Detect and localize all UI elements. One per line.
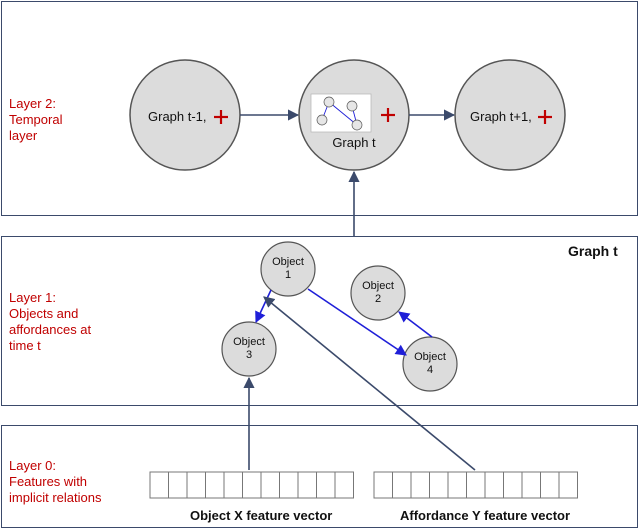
vector-cell <box>316 471 336 499</box>
vector-cell <box>447 471 467 499</box>
graph-curr-label: Graph t <box>332 135 376 150</box>
vector-cell <box>223 471 243 499</box>
object-x-feature-vector <box>149 471 354 499</box>
plus-icon <box>381 108 395 122</box>
vector-cell <box>373 471 393 499</box>
vector-cell <box>558 471 578 499</box>
arrow-vector-y-to-edge <box>263 296 476 471</box>
object4-label: Object 4 <box>414 351 446 376</box>
layer1-panel <box>1 236 638 406</box>
graph-next-label: Graph t+1, <box>470 109 532 124</box>
vector-cell <box>503 471 523 499</box>
vector-cell <box>334 471 354 499</box>
vector-cell <box>242 471 262 499</box>
layer0-label: Layer 0: Features with implicit relation… <box>9 458 102 505</box>
plus-icon <box>538 110 552 124</box>
vector-cell <box>484 471 504 499</box>
object2-node <box>350 265 406 321</box>
vector-cell <box>392 471 412 499</box>
vector-cell <box>410 471 430 499</box>
mini-graph-thumbnail <box>310 93 372 133</box>
vector-cell <box>186 471 206 499</box>
vector-cell <box>521 471 541 499</box>
vector-cell <box>168 471 188 499</box>
vector-cell <box>429 471 449 499</box>
object3-label: Object 3 <box>233 336 265 361</box>
graph-prev-label: Graph t-1, <box>148 109 207 124</box>
vector-cell <box>260 471 280 499</box>
layer2-label: Layer 2: Temporal layer <box>9 96 63 143</box>
object4-node <box>402 336 458 392</box>
object2-label: Object 2 <box>362 280 394 305</box>
object1-node <box>260 241 316 297</box>
vector-cell <box>540 471 560 499</box>
vector-cell <box>297 471 317 499</box>
vector-cell <box>149 471 169 499</box>
vector-x-label: Object X feature vector <box>190 508 333 523</box>
vector-y-label: Affordance Y feature vector <box>400 508 571 523</box>
plus-icon <box>214 110 228 124</box>
edge-object1-to-object3 <box>255 289 272 324</box>
edge-object4-to-object2 <box>398 311 433 338</box>
layer1-title: Graph t <box>568 243 618 259</box>
object1-label: Object 1 <box>272 256 304 281</box>
vector-cell <box>466 471 486 499</box>
edge-object1-to-object4 <box>307 288 407 356</box>
affordance-y-feature-vector <box>373 471 578 499</box>
vector-cell <box>205 471 225 499</box>
object3-node <box>221 321 277 377</box>
vector-cell <box>279 471 299 499</box>
layer1-label: Layer 1: Objects and affordances at time… <box>9 290 92 353</box>
